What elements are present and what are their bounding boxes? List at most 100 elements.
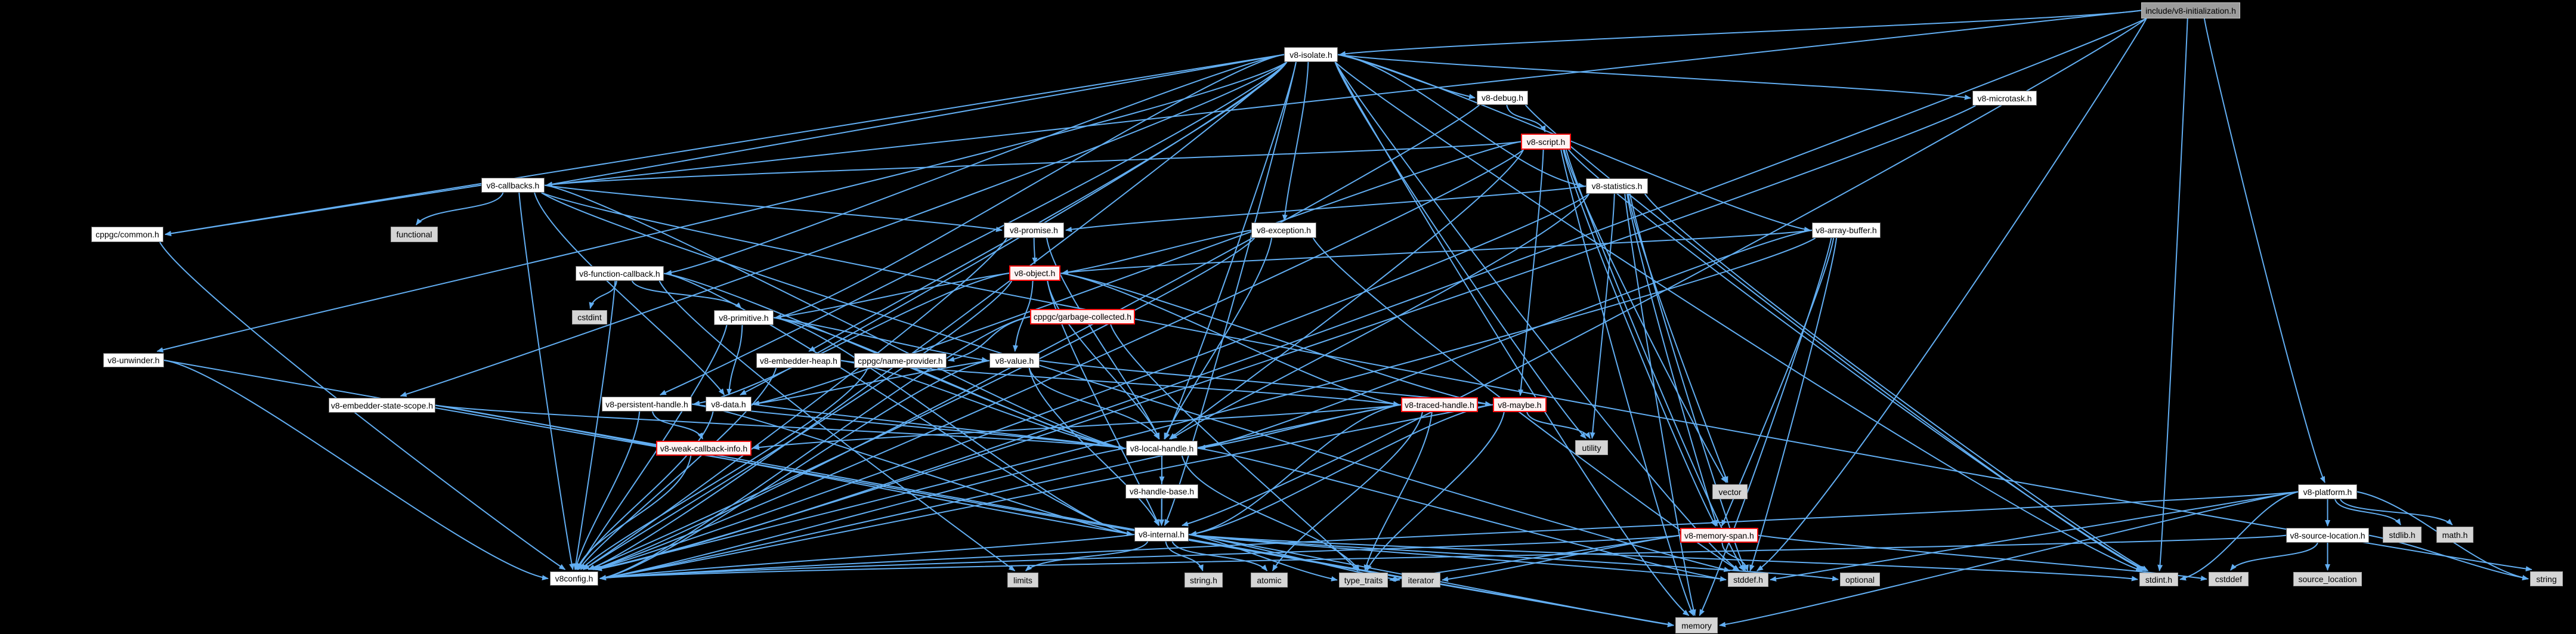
edge-debug-v8config <box>592 104 1480 571</box>
graph-node-iterator[interactable]: iterator <box>1402 573 1440 587</box>
edge-script-maybe <box>1518 149 1544 396</box>
edge-isolate-common <box>165 54 1285 236</box>
graph-node-data[interactable]: v8-data.h <box>706 397 752 412</box>
edge-isolate-persistent <box>659 61 1288 395</box>
edge-embheap-v8config <box>578 367 777 570</box>
graph-node-init[interactable]: include/v8-initialization.h <box>2141 2 2240 18</box>
edge-isolate-embstate <box>400 61 1288 397</box>
edge-persistent-weakcb <box>652 411 704 440</box>
graph-node-atomic[interactable]: atomic <box>1251 573 1288 587</box>
edge-isolate-unwinder <box>156 61 1288 352</box>
edge-callbacks-promise <box>544 184 1003 232</box>
edge-isolate-microtask <box>1337 54 1971 100</box>
edge-srcloc-v8config <box>599 534 2287 580</box>
edge-debug-script <box>1506 104 1546 132</box>
edge-isolate-funccb <box>665 54 1285 276</box>
edge-callbacks-stddefh <box>541 192 1731 573</box>
edge-traced-internal <box>1190 404 1402 536</box>
graph-node-vector[interactable]: vector <box>1712 484 1748 499</box>
graph-node-weakcb[interactable]: v8-weak-callback-info.h <box>656 441 752 456</box>
graph-node-stdinth[interactable]: stdint.h <box>2139 573 2178 586</box>
edge-statistics-promise <box>1065 185 1587 232</box>
edge-traced-v8config <box>599 404 1402 580</box>
graph-node-string[interactable]: string <box>2530 571 2563 586</box>
graph-node-nameprov[interactable]: cppgc/name-provider.h <box>854 353 947 368</box>
edge-internal-stdinth <box>1188 534 2138 582</box>
graph-node-functional[interactable]: functional <box>391 227 438 242</box>
edge-value-local <box>1028 367 1159 440</box>
graph-node-statistics[interactable]: v8-statistics.h <box>1586 178 1648 194</box>
edge-nameprov-v8config <box>580 367 868 570</box>
graph-node-arraybuffer[interactable]: v8-array-buffer.h <box>1812 222 1881 238</box>
edge-local-stddefh <box>1197 447 1727 582</box>
edge-object-internal <box>1047 280 1160 526</box>
edge-internal-stringh <box>1165 541 1204 571</box>
graph-node-script[interactable]: v8-script.h <box>1521 134 1571 150</box>
edge-arraybuffer-v8config <box>595 237 1816 571</box>
graph-node-isolate[interactable]: v8-isolate.h <box>1284 47 1338 62</box>
edge-init-stdinth <box>2157 18 2188 571</box>
edge-embstate-memory <box>435 404 1674 627</box>
graph-node-stddefh[interactable]: stddef.h <box>1728 573 1768 587</box>
edge-script-vector <box>1563 149 1727 483</box>
edge-arraybuffer-local <box>1199 230 1813 450</box>
graph-node-typetraits[interactable]: type_traits <box>1339 573 1388 587</box>
edge-gc-v8config <box>599 316 1031 580</box>
edge-maybe-v8config <box>599 404 1493 580</box>
edge-traced-typetraits <box>1363 412 1433 571</box>
graph-node-local[interactable]: v8-local-handle.h <box>1126 441 1198 456</box>
graph-node-v8config[interactable]: v8config.h <box>550 571 598 586</box>
edge-script-memspan <box>1563 149 1717 527</box>
graph-node-microtask[interactable]: v8-microtask.h <box>1972 91 2037 106</box>
edge-isolate-v8config <box>588 61 1288 570</box>
edge-primitive-local <box>773 317 1125 450</box>
graph-node-embheap[interactable]: v8-embedder-heap.h <box>756 353 841 368</box>
graph-node-debug[interactable]: v8-debug.h <box>1477 91 1528 105</box>
edge-weakcb-v8config <box>576 455 692 570</box>
edge-primitive-internal <box>773 317 1133 536</box>
edge-value-data <box>753 360 990 406</box>
graph-node-limits[interactable]: limits <box>1007 573 1038 587</box>
graph-node-common[interactable]: cppgc/common.h <box>91 227 163 242</box>
graph-node-exception[interactable]: v8-exception.h <box>1251 222 1316 238</box>
graph-node-sourceloc[interactable]: source_location <box>2293 572 2362 586</box>
graph-node-promise[interactable]: v8-promise.h <box>1004 222 1064 238</box>
graph-node-memspan[interactable]: v8-memory-span.h <box>1680 528 1758 543</box>
graph-node-callbacks[interactable]: v8-callbacks.h <box>481 178 545 193</box>
graph-node-cstdint[interactable]: cstdint <box>572 310 607 324</box>
edge-arraybuffer-memory <box>1699 237 1832 616</box>
edge-callbacks-v8config <box>518 192 574 570</box>
graph-node-srcloc[interactable]: v8-source-location.h <box>2286 528 2369 543</box>
graph-node-gc[interactable]: cppgc/garbage-collected.h <box>1030 309 1135 324</box>
graph-node-internal[interactable]: v8-internal.h <box>1134 527 1189 542</box>
graph-node-memory[interactable]: memory <box>1675 617 1718 633</box>
edge-script-stdinth <box>1568 149 2147 571</box>
graph-node-unwinder[interactable]: v8-unwinder.h <box>103 353 164 367</box>
edge-memspan-stddefh <box>1721 542 1749 571</box>
graph-node-embstate[interactable]: v8-embedder-state-scope.h <box>329 398 435 413</box>
graph-node-stringh[interactable]: string.h <box>1185 573 1223 587</box>
graph-node-cstddef[interactable]: cstddef <box>2209 572 2249 586</box>
graph-node-maybe[interactable]: v8-maybe.h <box>1493 397 1547 412</box>
graph-node-persistent[interactable]: v8-persistent-handle.h <box>602 397 692 412</box>
graph-node-utility[interactable]: utility <box>1575 440 1608 455</box>
edge-local-typetraits <box>1181 455 1360 571</box>
graph-node-platform[interactable]: v8-platform.h <box>2298 484 2357 499</box>
edge-statistics-vector <box>1627 193 1728 483</box>
graph-node-object[interactable]: v8-object.h <box>1009 265 1060 281</box>
graph-node-traced[interactable]: v8-traced-handle.h <box>1401 397 1478 412</box>
graph-node-funccb[interactable]: v8-function-callback.h <box>576 266 664 281</box>
edge-init-internal <box>1182 18 2147 527</box>
graph-node-value[interactable]: v8-value.h <box>989 353 1040 368</box>
edge-funccb-v8config <box>573 280 616 570</box>
edge-init-isolate <box>1339 10 2142 57</box>
edge-isolate-primitive <box>775 54 1285 320</box>
graph-node-optional[interactable]: optional <box>1840 573 1880 586</box>
graph-node-handlebase[interactable]: v8-handle-base.h <box>1125 484 1198 499</box>
graph-node-stdlibh[interactable]: stdlib.h <box>2383 527 2422 543</box>
graph-node-primitive[interactable]: v8-primitive.h <box>714 310 774 325</box>
edge-maybe-typetraits <box>1366 412 1505 571</box>
graph-node-mathh[interactable]: math.h <box>2436 527 2473 543</box>
edge-callbacks-data <box>534 192 725 395</box>
edge-platform-v8config <box>599 491 2299 580</box>
